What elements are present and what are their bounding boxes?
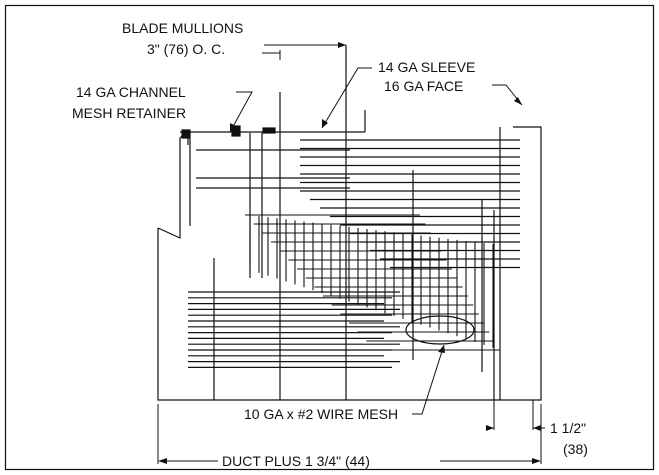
channel-retainer	[181, 45, 350, 400]
mullions-right	[412, 127, 501, 400]
arrowheads	[158, 42, 541, 464]
label-wire-mesh: 10 GA x #2 WIRE MESH	[244, 406, 398, 422]
label-sleeve: 14 GA SLEEVE	[378, 59, 475, 75]
blade-group-upper	[300, 139, 520, 269]
label-dim-small-in: 1 1/2"	[550, 420, 586, 436]
label-dim-overall: DUCT PLUS 1 3/4" (44)	[222, 453, 370, 469]
label-dim-small-mm: (38)	[563, 441, 588, 457]
wire-mesh	[245, 214, 500, 351]
label-channel: 14 GA CHANNEL	[76, 84, 186, 100]
mesh-callout-ellipse	[405, 315, 475, 345]
label-mullion-spacing: 3" (76) O. C.	[147, 41, 225, 57]
label-face: 16 GA FACE	[384, 78, 463, 94]
label-blade-mullions: BLADE MULLIONS	[122, 20, 243, 36]
label-mesh-retainer: MESH RETAINER	[72, 105, 186, 121]
leaders	[157, 44, 545, 464]
blade-group-lower	[188, 291, 400, 368]
sheet-border	[4, 4, 655, 471]
